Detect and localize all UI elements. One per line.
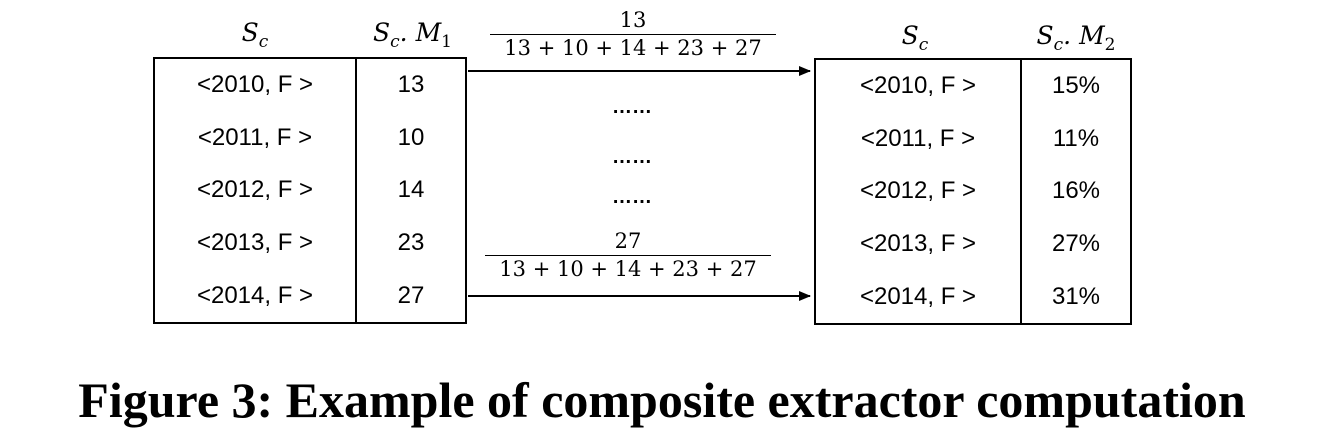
left-value-header-sub2: 1 bbox=[441, 32, 452, 52]
right-key-header: Sc bbox=[875, 21, 955, 60]
table-row: <2014, F > 31% bbox=[815, 270, 1131, 324]
right-value-header-sub: c bbox=[1053, 35, 1064, 55]
right-value-header: Sc. M2 bbox=[1020, 21, 1132, 60]
table-row: <2013, F > 27% bbox=[815, 217, 1131, 271]
left-row-value: 23 bbox=[397, 229, 425, 257]
left-row-key: <2013, F > bbox=[154, 216, 357, 270]
left-row-key: <2014, F > bbox=[154, 269, 357, 323]
fraction-denominator: 13 + 10 + 14 + 23 + 27 bbox=[504, 36, 762, 60]
right-row-key: <2012, F > bbox=[815, 165, 1022, 218]
table-row: <2011, F > 10 bbox=[154, 111, 466, 165]
table-row: <2014, F > 27 bbox=[154, 269, 466, 323]
fraction-bottom: 27 13 + 10 + 14 + 23 + 27 bbox=[483, 227, 773, 282]
right-row-value: 27% bbox=[1051, 230, 1101, 258]
fraction-numerator: 13 bbox=[619, 8, 647, 32]
right-key-header-symbol: S bbox=[901, 21, 919, 50]
fraction-denominator: 13 + 10 + 14 + 23 + 27 bbox=[499, 257, 757, 281]
table-row: <2011, F > 11% bbox=[815, 112, 1131, 166]
left-value-header-sub: c bbox=[390, 32, 400, 52]
table-row: <2010, F > 13 bbox=[154, 58, 466, 112]
ellipsis: …… bbox=[612, 96, 652, 118]
right-row-key: <2010, F > bbox=[815, 59, 1022, 113]
table-row: <2012, F > 14 bbox=[154, 164, 466, 217]
left-table: <2010, F > 13 <2011, F > 10 <2012, F > 14 <… bbox=[153, 57, 467, 324]
right-row-key: <2014, F > bbox=[815, 270, 1022, 324]
right-table: <2010, F > 15% <2011, F > 11% <2012, F > 16… bbox=[814, 58, 1132, 325]
left-value-header-dot: . M bbox=[399, 18, 442, 47]
table-row: <2012, F > 16% bbox=[815, 165, 1131, 218]
right-row-value: 16% bbox=[1051, 177, 1101, 205]
fraction-bar bbox=[485, 255, 771, 256]
right-row-value: 15% bbox=[1051, 72, 1101, 100]
left-value-header: Sc. M1 bbox=[355, 18, 470, 57]
fraction-top: 13 13 + 10 + 14 + 23 + 27 bbox=[488, 6, 778, 61]
ellipsis: …… bbox=[612, 186, 652, 208]
left-value-header-symbol: S bbox=[373, 18, 391, 47]
fraction-numerator: 27 bbox=[614, 229, 642, 253]
left-row-value: 27 bbox=[397, 281, 425, 309]
right-value-header-symbol: S bbox=[1036, 21, 1054, 50]
table-row: <2010, F > 15% bbox=[815, 59, 1131, 113]
right-key-header-sub: c bbox=[918, 35, 929, 55]
right-value-header-sub2: 2 bbox=[1104, 35, 1116, 55]
figure-caption: Figure 3: Example of composite extractor… bbox=[78, 372, 1246, 428]
left-key-header: Sc bbox=[215, 18, 295, 57]
left-row-value: 14 bbox=[397, 176, 425, 204]
ellipsis: …… bbox=[612, 146, 652, 168]
left-row-key: <2011, F > bbox=[154, 111, 357, 165]
fraction-bar bbox=[490, 34, 776, 35]
right-row-key: <2013, F > bbox=[815, 217, 1022, 271]
left-key-header-symbol: S bbox=[241, 18, 259, 47]
left-row-value: 13 bbox=[397, 71, 425, 99]
right-row-value: 11% bbox=[1052, 124, 1100, 152]
right-value-header-dot: . M bbox=[1063, 21, 1105, 50]
right-row-value: 31% bbox=[1051, 282, 1101, 310]
right-row-key: <2011, F > bbox=[815, 112, 1022, 166]
left-row-value: 10 bbox=[397, 123, 425, 151]
left-row-key: <2010, F > bbox=[154, 58, 357, 112]
left-key-header-sub: c bbox=[258, 32, 269, 52]
left-row-key: <2012, F > bbox=[154, 164, 357, 217]
table-row: <2013, F > 23 bbox=[154, 216, 466, 270]
